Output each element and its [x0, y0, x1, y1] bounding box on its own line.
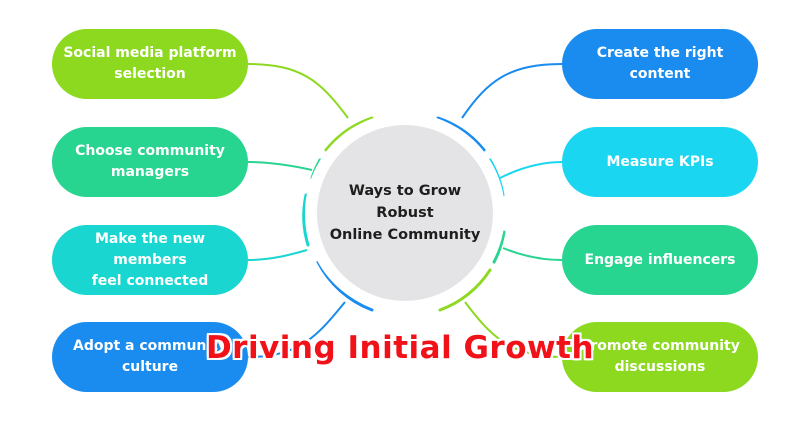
center-node: Ways to Grow Robust Online Community [317, 125, 493, 301]
node-adopt-community-culture: Adopt a community culture [52, 322, 248, 392]
node-engage-influencers: Engage influencers [562, 225, 758, 295]
connector-right-1 [461, 63, 563, 119]
node-social-media-platform-selection: Social media platform selection [52, 29, 248, 99]
connector-right-4 [464, 301, 563, 358]
node-make-new-members-feel-connected: Make the new members feel connected [52, 225, 248, 295]
node-choose-community-managers: Choose community managers [52, 127, 248, 197]
connector-right-3 [502, 247, 563, 261]
arc-bottom-right [438, 268, 492, 312]
arc-mid-right-lower [492, 230, 506, 264]
connector-right-2 [499, 161, 563, 179]
connector-left-3 [247, 249, 308, 261]
overlay-title: Driving Initial Growth [205, 330, 595, 366]
connector-left-2 [247, 161, 313, 171]
node-promote-community-discussions: Promote community discussions [562, 322, 758, 392]
connector-left-4 [247, 301, 346, 358]
node-create-right-content: Create the right content [562, 29, 758, 99]
node-measure-kpis: Measure KPIs [562, 127, 758, 197]
connector-left-1 [247, 63, 349, 119]
center-label: Ways to Grow Robust Online Community [329, 183, 481, 243]
